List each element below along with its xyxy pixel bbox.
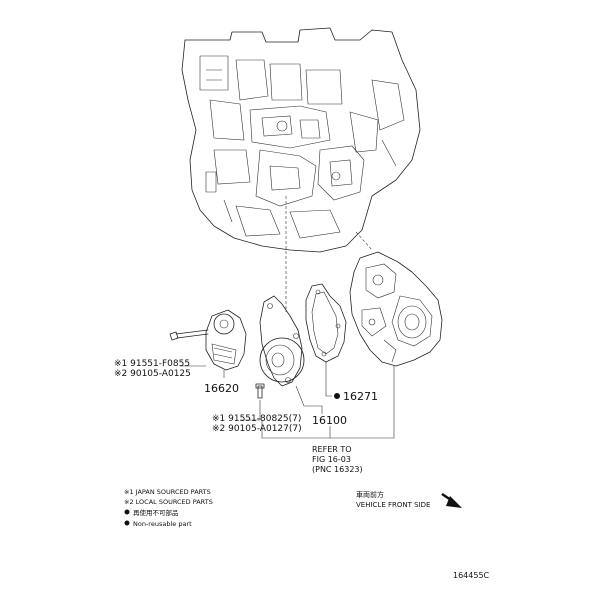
legend-bullet-2 bbox=[124, 520, 130, 526]
tensioner-bolt-japan-label: ※1 91551-F0855 bbox=[114, 359, 190, 369]
legend: ※1 JAPAN SOURCED PARTS ※2 LOCAL SOURCED … bbox=[124, 488, 213, 528]
figure-id: 164455C bbox=[453, 571, 490, 580]
non-reusable-marker bbox=[334, 393, 340, 399]
water-pump-bolt-local-label: ※2 90105-A0127(7) bbox=[212, 424, 302, 434]
legend-non-reusable-en: Non-reusable part bbox=[133, 520, 192, 528]
vehicle-front-indicator: 車両前方 VEHICLE FRONT SIDE bbox=[356, 490, 462, 509]
water-pump-housing-illustration bbox=[349, 251, 443, 367]
tensioner-illustration bbox=[205, 309, 247, 371]
reference-line-2: FIG 16-03 bbox=[312, 455, 351, 464]
water-pump-part-number: 16100 bbox=[312, 414, 347, 427]
gasket-part-number: 16271 bbox=[343, 390, 378, 403]
reference-line-1: REFER TO bbox=[312, 445, 352, 454]
tensioner-part-number: 16620 bbox=[204, 382, 239, 395]
water-pump-bolt-japan-label: ※1 91551-80825(7) bbox=[212, 414, 301, 424]
water-pump-illustration bbox=[259, 295, 305, 387]
engine-block-illustration bbox=[181, 27, 421, 253]
tensioner-bolt-illustration bbox=[169, 329, 209, 341]
gasket-illustration bbox=[305, 283, 347, 363]
front-arrow-icon bbox=[446, 496, 462, 508]
leader-lines bbox=[180, 362, 395, 439]
legend-japan-sourced: ※1 JAPAN SOURCED PARTS bbox=[124, 488, 211, 496]
tensioner-bolt-local-label: ※2 90105-A0125 bbox=[114, 369, 191, 379]
legend-local-sourced: ※2 LOCAL SOURCED PARTS bbox=[124, 498, 213, 506]
water-pump-bolt-illustration bbox=[255, 383, 265, 399]
reference-line-3: (PNC 16323) bbox=[312, 465, 363, 474]
vehicle-front-label-jp: 車両前方 bbox=[356, 490, 384, 499]
dashed-guide-lines bbox=[285, 196, 373, 312]
legend-bullet-1 bbox=[124, 509, 130, 515]
legend-non-reusable-jp: 再使用不可部品 bbox=[133, 508, 179, 517]
vehicle-front-label-en: VEHICLE FRONT SIDE bbox=[356, 501, 430, 509]
